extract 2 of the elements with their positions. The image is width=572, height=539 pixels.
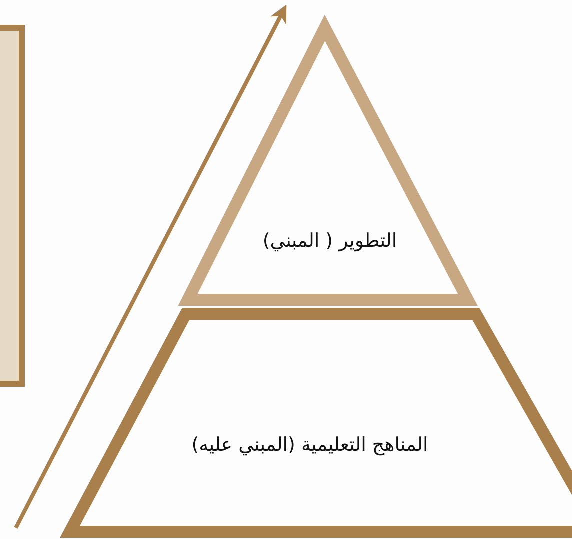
level-label: المناهج التعليمية (المبني عليه) xyxy=(190,434,430,456)
level-label: التطوير ( المبني) xyxy=(262,230,398,252)
